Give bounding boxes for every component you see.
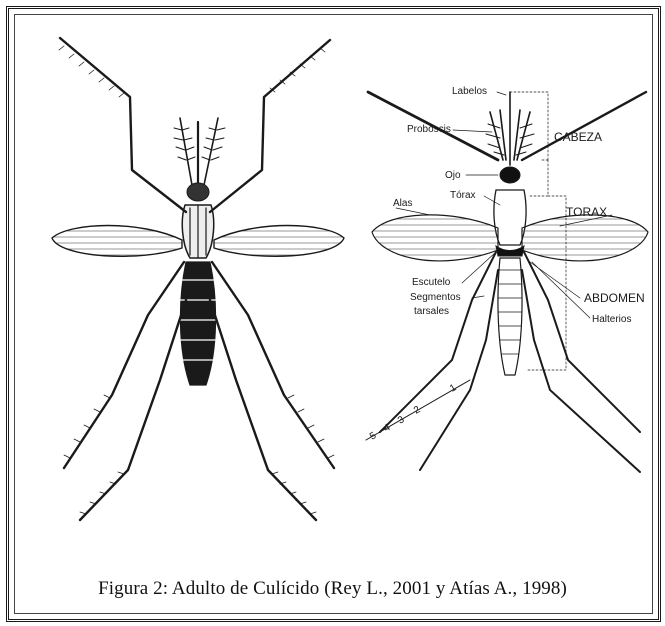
right-thorax (494, 190, 526, 245)
label-cabeza: CABEZA (554, 130, 602, 144)
right-wing-right (522, 215, 648, 261)
label-segmentos: Segmentos (410, 292, 461, 303)
label-segment-5: 5 (368, 430, 379, 443)
label-alas: Alas (393, 198, 412, 209)
label-abdomen: ABDOMEN (584, 291, 645, 305)
right-abdomen (498, 258, 522, 375)
label-proboscis: Proboscis (407, 124, 451, 135)
label-segment-3: 3 (396, 414, 407, 427)
mosquito-diagram-right (366, 92, 648, 472)
label-labelos: Labelos (452, 86, 487, 97)
figure-caption: Figura 2: Adulto de Culícido (Rey L., 20… (0, 578, 665, 600)
left-antennae (174, 118, 225, 188)
label-torax: TORAX (566, 205, 607, 219)
label-segment-1: 1 (448, 382, 459, 395)
label-torax-small: Tórax (450, 190, 476, 201)
label-ojo: Ojo (445, 170, 461, 181)
right-wing-left (372, 215, 498, 261)
left-abdomen (180, 262, 216, 385)
label-tarsales: tarsales (414, 306, 449, 317)
label-segment-2: 2 (412, 404, 423, 417)
label-escutelo: Escutelo (412, 277, 451, 288)
right-head (500, 167, 520, 183)
mosquito-illustration-left (52, 38, 344, 520)
right-front-leg-right (522, 92, 646, 160)
label-segment-4: 4 (382, 422, 393, 435)
label-halterios: Halterios (592, 314, 631, 325)
left-head (187, 183, 209, 201)
